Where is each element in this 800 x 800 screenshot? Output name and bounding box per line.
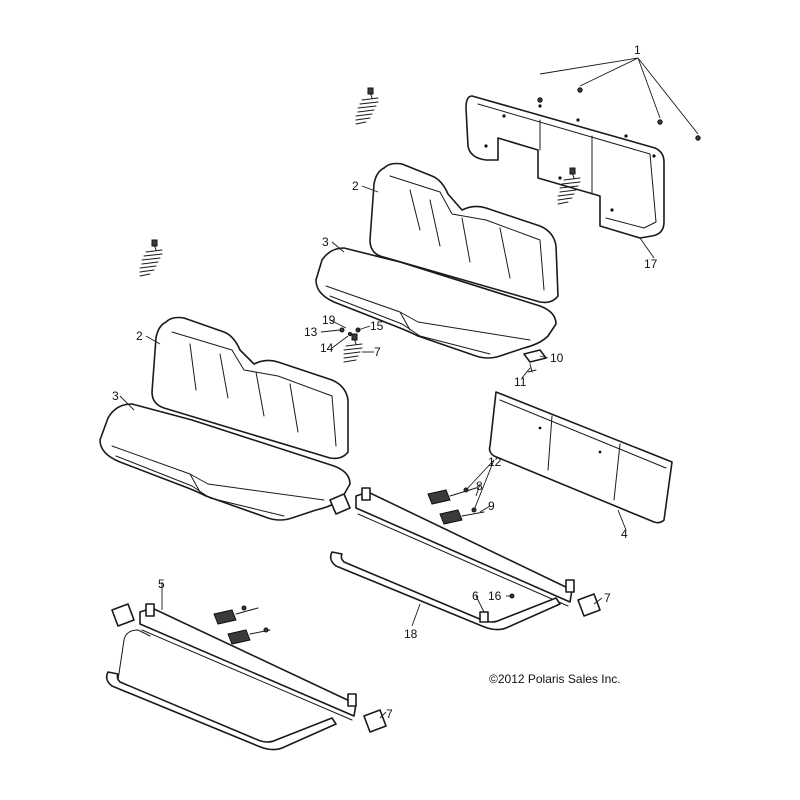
lower-seat-back <box>151 316 349 460</box>
callout-6: 6 <box>472 589 479 603</box>
latch-part <box>523 349 547 373</box>
seat-base-panel <box>488 391 673 524</box>
spring-top-right <box>557 167 581 205</box>
callout-7-center: 7 <box>374 345 381 359</box>
callout-7-right: 7 <box>604 591 611 605</box>
spring-center <box>339 327 363 363</box>
callout-15: 15 <box>370 319 384 333</box>
callout-16: 16 <box>488 589 502 603</box>
callout-13: 13 <box>304 325 318 339</box>
callout-5: 5 <box>158 577 165 591</box>
callout-10: 10 <box>550 351 564 365</box>
copyright-notice: ©2012 Polaris Sales Inc. <box>489 672 621 686</box>
callout-14: 14 <box>320 341 334 355</box>
upper-seat-frame <box>329 487 601 631</box>
callout-labels: 1 2 3 2 3 13 19 15 14 7 10 11 12 8 9 4 5… <box>112 43 658 721</box>
callout-2-upper: 2 <box>352 179 359 193</box>
lower-seat-frame <box>105 603 387 751</box>
upper-seat-back <box>369 162 559 304</box>
callout-18: 18 <box>404 627 418 641</box>
callout-8: 8 <box>476 479 483 493</box>
callout-3-lower: 3 <box>112 389 119 403</box>
upper-seat-cushion <box>315 247 557 359</box>
callout-7-lower: 7 <box>386 707 393 721</box>
callout-3-upper: 3 <box>322 235 329 249</box>
seatbelt-buckles-upper <box>427 487 485 525</box>
callout-2-lower: 2 <box>136 329 143 343</box>
seatbelt-buckles-lower <box>213 605 271 645</box>
rear-back-panel <box>465 87 701 239</box>
callout-12: 12 <box>488 455 502 469</box>
callout-19: 19 <box>322 313 336 327</box>
lower-seat-cushion <box>99 403 351 521</box>
callout-11: 11 <box>514 375 527 389</box>
leader-lines <box>119 57 699 719</box>
spring-mid-left <box>139 239 163 277</box>
spring-top-left <box>355 87 379 125</box>
callout-1: 1 <box>634 43 641 57</box>
callout-17: 17 <box>644 257 658 271</box>
callout-4: 4 <box>621 527 628 541</box>
callout-9: 9 <box>488 499 495 513</box>
